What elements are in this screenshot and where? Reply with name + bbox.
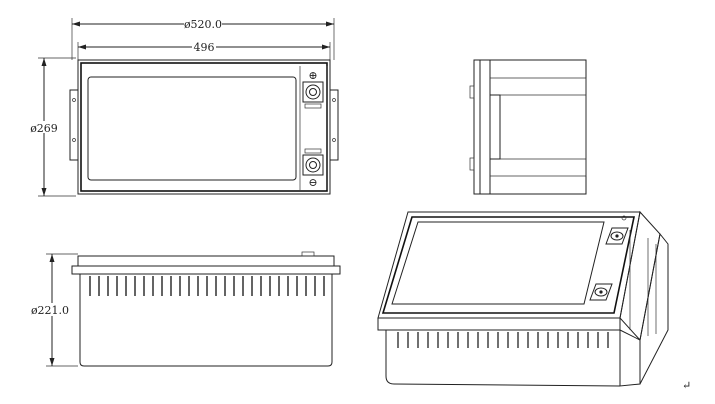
isometric-view: ↵ [377,210,691,392]
positive-terminal-symbol: ⊕ [308,69,317,82]
side-ribs [89,276,325,296]
dimension-height-side: ø221.0 [30,253,78,367]
iso-terminal-bottom [589,283,613,301]
height-front-label: ø269 [30,122,58,135]
side-view: ø221.0 [30,251,341,367]
iso-terminal-top [605,227,629,245]
front-view: ø520.0 496 ø269 [30,17,339,197]
negative-terminal: ⊖ [302,154,324,189]
height-side-label: ø221.0 [31,304,69,317]
dimension-width-inner: 496 [78,40,330,54]
dimension-height-front: ø269 [30,57,76,197]
positive-terminal: ⊕ [302,69,324,103]
end-view [469,59,587,195]
width-inner-label: 496 [194,41,215,54]
width-outer-label: ø520.0 [184,18,222,31]
negative-terminal-symbol: ⊖ [308,176,317,189]
iso-ribs [397,332,609,348]
dimension-width-outer: ø520.0 [72,17,334,31]
paragraph-mark: ↵ [682,379,691,392]
